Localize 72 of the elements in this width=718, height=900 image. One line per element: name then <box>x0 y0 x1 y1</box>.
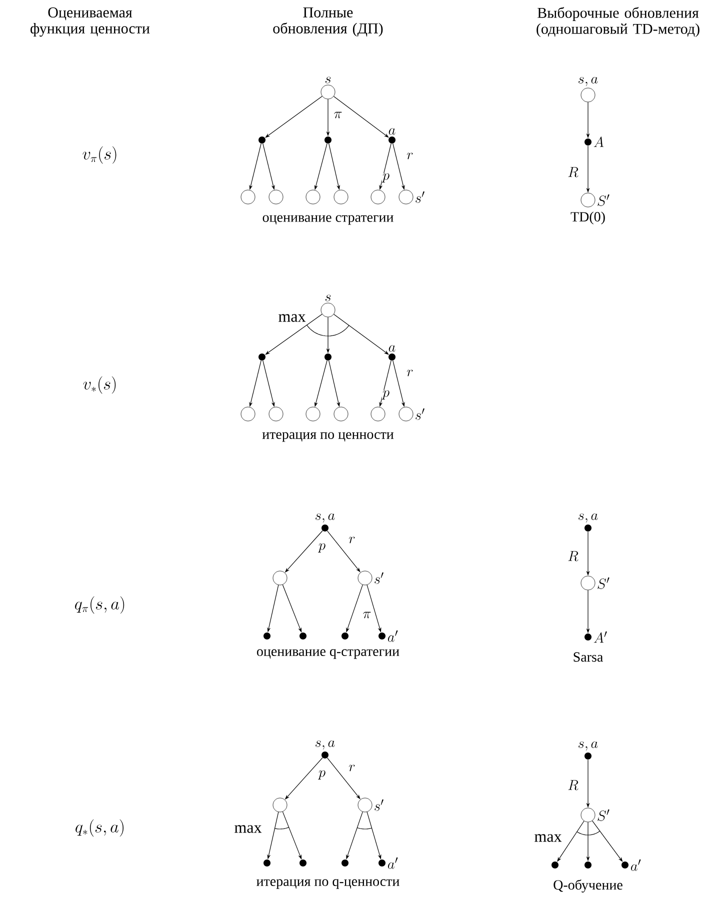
edge-label: $r$ <box>406 152 414 160</box>
arrow <box>265 314 322 355</box>
action-dot <box>300 632 306 640</box>
state-circle <box>306 190 320 204</box>
edge-label: $\pi$ <box>362 611 372 619</box>
method-caption: итерация по q-ценности <box>256 879 400 889</box>
node-label: $s'$ <box>374 572 384 584</box>
row-label: $q_*(s, a)$ <box>76 819 124 837</box>
max-label: max <box>278 314 306 322</box>
node-label: $a$ <box>388 128 396 135</box>
action-dot <box>300 860 306 866</box>
node-label: $s$ <box>325 294 331 302</box>
row-label: $v_*(s)$ <box>83 376 116 394</box>
node-label: $s, a$ <box>316 513 335 523</box>
method-caption: итерация по ценности <box>262 432 394 442</box>
state-circle <box>268 190 284 204</box>
column-heading: Оцениваемая функция ценности <box>30 7 150 37</box>
method-caption: Q-обучение <box>554 880 622 893</box>
node-label: $S'$ <box>598 577 610 589</box>
edge-label: $p$ <box>318 543 326 553</box>
max-label: max <box>534 834 562 842</box>
column-heading: Выборочные обновления (одношаговый TD-метод) <box>536 7 700 37</box>
max-label: max <box>234 825 262 833</box>
node-label: $s, a$ <box>578 513 598 523</box>
state-circle <box>240 406 256 422</box>
node-label: $A'$ <box>594 631 607 643</box>
node-label: $s, a$ <box>316 740 335 750</box>
state-circle <box>306 406 320 422</box>
column-heading: Полные обновления (ДП) <box>273 8 383 37</box>
state-circle <box>268 406 284 422</box>
edge-label: $p$ <box>318 770 326 780</box>
method-caption: Sarsa <box>574 652 603 662</box>
node-label: $S'$ <box>598 809 610 821</box>
action-dot <box>258 136 266 144</box>
method-caption: оценивание q-стратегии <box>256 649 400 659</box>
node-label: $s'$ <box>416 408 424 420</box>
node-label: $a$ <box>388 345 396 352</box>
edge-label: $R$ <box>567 780 579 790</box>
row-label: $v_\pi(s)$ <box>82 146 116 164</box>
edge-label: $\pi$ <box>333 111 343 119</box>
node-label: $s$ <box>325 76 331 84</box>
edge-label: $r$ <box>348 764 356 772</box>
node-label: $a'$ <box>388 857 398 869</box>
state-circle <box>370 190 386 204</box>
row-label: $q_\pi(s, a)$ <box>75 596 124 614</box>
arrow <box>265 96 322 138</box>
action-dot <box>342 860 348 866</box>
edge-label: $r$ <box>348 536 356 544</box>
node-label: $a'$ <box>630 859 641 871</box>
method-caption: оценивание стратегии <box>262 215 394 225</box>
method-caption: TD(0) <box>570 212 605 224</box>
edge-label: $p$ <box>382 173 390 183</box>
node-label: $s'$ <box>374 799 384 811</box>
state-circle <box>240 190 256 204</box>
node-label: $A$ <box>594 136 604 147</box>
state-circle <box>272 798 288 812</box>
node-label: $s, a$ <box>578 741 598 751</box>
node-label: $S'$ <box>598 194 610 206</box>
action-dot <box>342 632 348 640</box>
node-label: $s, a$ <box>578 76 598 86</box>
edge-label: $r$ <box>406 369 414 377</box>
state-circle <box>334 190 348 204</box>
state-circle <box>334 406 348 422</box>
state-circle <box>272 570 288 586</box>
state-circle <box>370 406 386 422</box>
action-dot <box>552 862 558 868</box>
node-label: $s'$ <box>416 191 424 203</box>
node-label: $a'$ <box>388 630 398 642</box>
action-dot <box>258 354 266 360</box>
edge-label: $p$ <box>382 390 390 400</box>
edge-label: $R$ <box>567 550 579 562</box>
edge-label: $R$ <box>567 166 579 178</box>
